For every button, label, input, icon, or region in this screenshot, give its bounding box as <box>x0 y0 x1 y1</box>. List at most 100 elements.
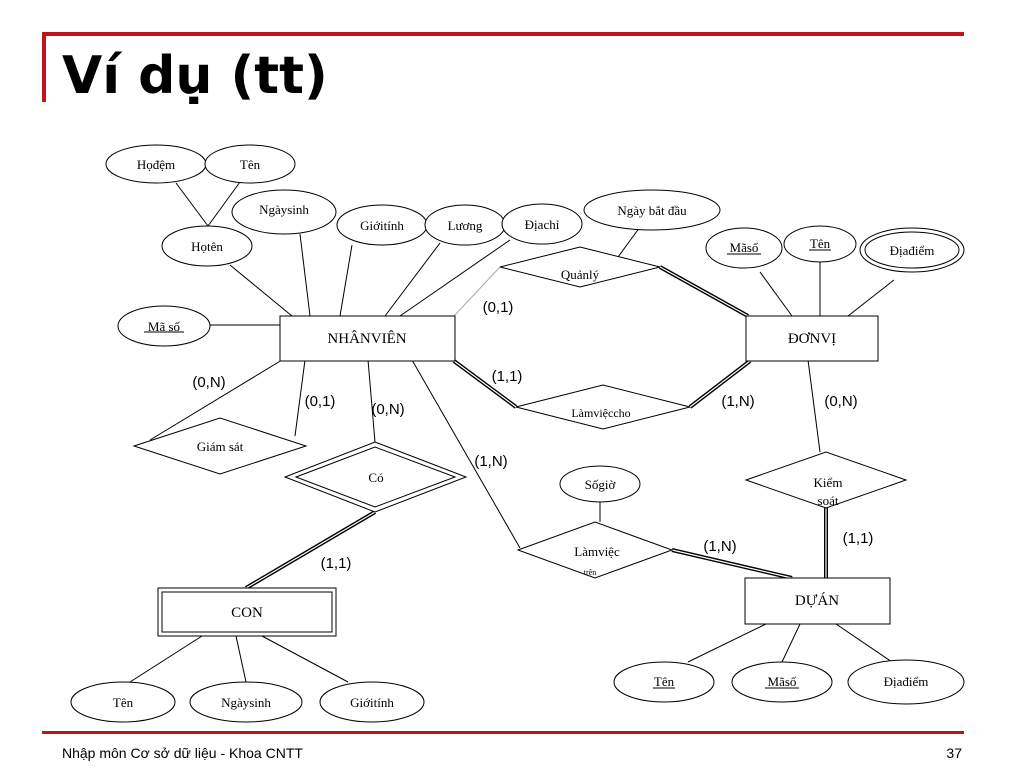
card-quanly-nv: (0,1) <box>483 299 514 316</box>
left-accent-bar <box>42 32 46 102</box>
attr-diadiem-da-label: Địađiểm <box>884 674 929 689</box>
line-con-gioitinh <box>261 635 349 683</box>
line-luong-nhanvien <box>384 242 441 317</box>
line-ngaybatdau-quanly <box>617 226 641 258</box>
line-maso-donvi <box>759 271 793 317</box>
line-duan-maso <box>781 623 801 663</box>
attr-hoten-ellipse <box>161 225 253 267</box>
attr-sogio-ellipse <box>559 465 641 503</box>
attr-hodem-label: Họđệm <box>137 157 175 172</box>
attr-ngaybatdau-ellipse <box>583 189 721 231</box>
line-gioitinh-nhanvien <box>339 244 353 317</box>
attr-ngaysinh-nv-ellipse <box>231 189 337 235</box>
card-lamviec-nv: (1,1) <box>492 368 523 385</box>
attr-ten-dv-ellipse <box>783 225 857 263</box>
rel-quanly-label: Quảnlý <box>561 267 600 282</box>
attr-maso-dv-label: Mãsố <box>730 240 759 255</box>
rel-co-inner-diamond <box>294 446 457 508</box>
attr-ngaybatdau-label: Ngày bắt đầu <box>617 203 687 218</box>
line-nhanvien-quanly <box>453 266 501 317</box>
double-quanly-donvi-inner <box>659 266 749 317</box>
rel-kiemsoat-label-2: soát <box>818 493 839 508</box>
entity-duan-label: DỰÁN <box>795 592 839 609</box>
card-giamsat-b: (0,1) <box>305 393 336 410</box>
attr-ten-con-ellipse <box>70 681 176 723</box>
line-diadiem-donvi <box>847 279 895 317</box>
footer-text: Nhập môn Cơ sở dữ liệu - Khoa CNTT <box>62 745 303 761</box>
attr-maso-da-ellipse <box>731 661 833 703</box>
line-ngaysinh-nhanvien <box>299 233 311 317</box>
rel-co-label: Có <box>368 470 383 485</box>
page-number: 37 <box>946 745 962 761</box>
attr-maso-nv-ellipse <box>117 305 211 347</box>
attr-diachi-ellipse <box>501 203 583 245</box>
entity-donvi-box <box>745 315 879 362</box>
rel-lamviec-cho-diamond <box>515 384 691 430</box>
entity-nhanvien-label: NHÂNVIÊN <box>327 330 406 347</box>
card-co-con: (1,1) <box>321 555 352 572</box>
attr-diadiem-dv-inner-ellipse <box>864 231 960 269</box>
attr-ten-nv-label: Tên <box>240 157 261 172</box>
bottom-accent-line <box>42 731 964 734</box>
rel-giamsat-label: Giám sát <box>197 439 244 454</box>
attr-maso-dv-ellipse <box>705 227 783 269</box>
attr-gioitinh-con-ellipse <box>319 681 425 723</box>
rel-kiemsoat-label-1: Kiểm <box>814 475 843 490</box>
entity-nhanvien-box <box>279 315 456 362</box>
attr-hoten-label: Họtên <box>191 239 223 254</box>
line-diachi-nhanvien <box>399 239 511 317</box>
rel-lamviectren-label-2: trên <box>584 568 596 577</box>
attr-gioitinh-con-label: Giớitính <box>350 695 394 710</box>
line-nhanvien-giamsat-a <box>149 359 283 441</box>
line-ten-hoten <box>207 181 241 227</box>
card-lvt-nv: (1,N) <box>474 453 507 470</box>
line-nhanvien-co <box>367 359 376 443</box>
attr-ten-nv-ellipse <box>204 144 296 184</box>
entity-donvi-label: ĐƠNVỊ <box>788 331 836 347</box>
double-nhanvien-lamviec-inner <box>453 360 517 408</box>
card-giamsat-a: (0,N) <box>192 374 225 391</box>
attr-ten-da-label: Tên <box>654 674 675 689</box>
attr-ten-con-label: Tên <box>113 695 134 710</box>
attr-ngaysinh-con-label: Ngàysinh <box>221 695 271 710</box>
card-kiemsoat-dv: (0,N) <box>824 393 857 410</box>
entity-duan-box <box>744 577 891 625</box>
top-accent-line <box>42 32 964 36</box>
attr-ngaysinh-nv-label: Ngàysinh <box>259 202 309 217</box>
rel-lamviectren-diamond <box>516 521 674 579</box>
card-lamviec-dv: (1,N) <box>721 393 754 410</box>
line-nhanvien-lamviectren <box>411 359 521 549</box>
card-co-nv: (0,N) <box>371 401 404 418</box>
line-con-ngaysinh <box>235 635 247 683</box>
attr-ten-dv-label: Tên <box>810 236 831 251</box>
card-kiemsoat-da: (1,1) <box>843 530 874 547</box>
attr-maso-nv-label: Mã số <box>148 319 181 334</box>
line-donvi-kiemsoat <box>807 359 821 453</box>
rel-lamviectren-label-1: Làmviệc <box>574 544 620 559</box>
attr-maso-da-label: Mãsố <box>768 674 797 689</box>
card-lvt-da: (1,N) <box>703 538 736 555</box>
double-co-con-inner <box>245 511 376 589</box>
line-con-ten <box>129 635 203 683</box>
entity-con-label: CON <box>231 605 263 621</box>
rel-kiemsoat-diamond <box>744 451 908 509</box>
attr-diachi-label: Địachỉ <box>525 217 560 232</box>
line-duan-ten <box>687 621 771 663</box>
attr-diadiem-dv-label: Địađiểm <box>890 243 935 258</box>
line-nhanvien-giamsat-b <box>294 359 306 437</box>
attr-sogio-label: Sốgiờ <box>585 477 617 492</box>
line-duan-diadiem <box>835 623 893 663</box>
rel-giamsat-diamond <box>132 417 308 475</box>
line-hodem-hoten <box>175 182 209 227</box>
connector-lines <box>129 181 895 683</box>
attr-diadiem-da-ellipse <box>847 659 965 705</box>
attr-ngaysinh-con-ellipse <box>189 681 303 723</box>
double-lamviec-donvi-inner <box>689 360 751 408</box>
rel-quanly-diamond <box>499 246 661 288</box>
entity-con-inner-box <box>161 591 333 633</box>
double-lamviectren-duan-inner <box>671 549 793 579</box>
slide-title: Ví dụ (tt) <box>62 46 328 106</box>
line-hoten-nhanvien <box>229 264 293 317</box>
attr-gioitinh-nv-label: Giớitính <box>360 218 404 233</box>
